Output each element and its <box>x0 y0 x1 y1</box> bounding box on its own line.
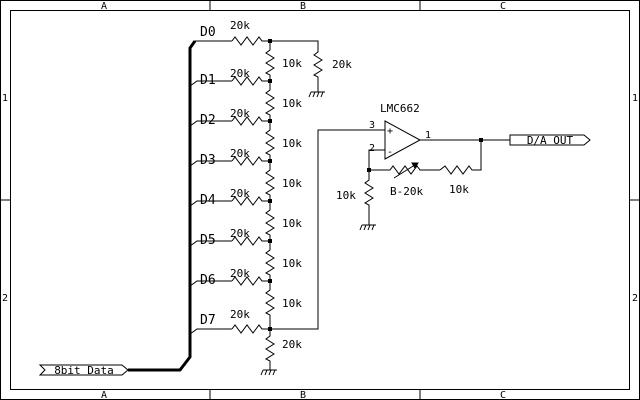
bus-entries <box>189 40 232 335</box>
zone-col-b-bottom: B <box>300 390 306 400</box>
bit-label-d5: D5 <box>200 233 216 248</box>
ladder-value-7: 20k <box>282 338 302 351</box>
series-value-d6: 20k <box>230 267 250 280</box>
ladder-value-0: 10k <box>282 57 302 70</box>
data-bus <box>128 40 197 372</box>
ladder-value-3: 10k <box>282 177 302 190</box>
ground-resistor-value: 10k <box>336 189 356 202</box>
zone-row-2-right: 2 <box>632 293 638 304</box>
ground-resistor <box>363 170 374 225</box>
bit-label-d3: D3 <box>200 153 216 168</box>
input-port-8bit-data: 8bit Data <box>38 364 129 377</box>
series-value-d0: 20k <box>230 19 250 32</box>
ground-symbol-ladder <box>260 369 277 376</box>
opamp-name: LMC662 <box>380 102 420 115</box>
top-termination-resistor <box>270 40 323 92</box>
ladder-value-1: 10k <box>282 97 302 110</box>
svg-text:8bit Data: 8bit Data <box>54 364 114 377</box>
opamp-minus-sign: - <box>387 147 393 158</box>
opamp-pin-3: 3 <box>369 120 375 131</box>
zone-col-c-bottom: C <box>500 390 506 400</box>
series-value-d5: 20k <box>230 227 250 240</box>
bit-label-d1: D1 <box>200 73 216 88</box>
zone-col-a-top: A <box>101 1 107 12</box>
series-value-d3: 20k <box>230 147 250 160</box>
series-value-d7: 20k <box>230 308 250 321</box>
bit-label-d6: D6 <box>200 273 216 288</box>
bit-label-d0: D0 <box>200 25 216 40</box>
zone-col-a-bottom: A <box>101 390 107 400</box>
inverting-input-wire <box>368 149 385 170</box>
trimmer-value: B-20k <box>390 185 423 198</box>
ground-symbol-gain <box>359 224 376 231</box>
zone-col-b-top: B <box>300 1 306 12</box>
output-port-da-out: D/A OUT <box>509 134 591 147</box>
ground-symbol-top <box>308 91 325 98</box>
ladder-value-4: 10k <box>282 217 302 230</box>
ladder-value-2: 10k <box>282 137 302 150</box>
opamp-lmc662 <box>384 120 481 160</box>
series-value-d1: 20k <box>230 67 250 80</box>
series-resistors <box>231 36 270 334</box>
zone-row-2-left: 2 <box>2 293 8 304</box>
bit-label-d4: D4 <box>200 193 216 208</box>
bit-label-d7: D7 <box>200 313 216 328</box>
opamp-pin-1: 1 <box>425 130 431 141</box>
top-termination-value: 20k <box>332 58 352 71</box>
zone-col-c-top: C <box>500 1 506 12</box>
series-value-d2: 20k <box>230 107 250 120</box>
ladder-output-wire <box>270 129 385 330</box>
ladder-resistors <box>264 41 275 370</box>
series-value-d4: 20k <box>230 187 250 200</box>
trimmer-resistor <box>369 162 440 179</box>
zone-row-1-left: 1 <box>2 93 8 104</box>
zone-row-1-right: 1 <box>632 93 638 104</box>
opamp-pin-2: 2 <box>369 143 375 154</box>
feedback-resistor <box>439 140 482 175</box>
ladder-value-6: 10k <box>282 297 302 310</box>
feedback-resistor-value: 10k <box>449 183 469 196</box>
bit-label-d2: D2 <box>200 113 216 128</box>
svg-text:D/A OUT: D/A OUT <box>527 134 574 147</box>
opamp-plus-sign: + <box>387 126 393 137</box>
ladder-value-5: 10k <box>282 257 302 270</box>
